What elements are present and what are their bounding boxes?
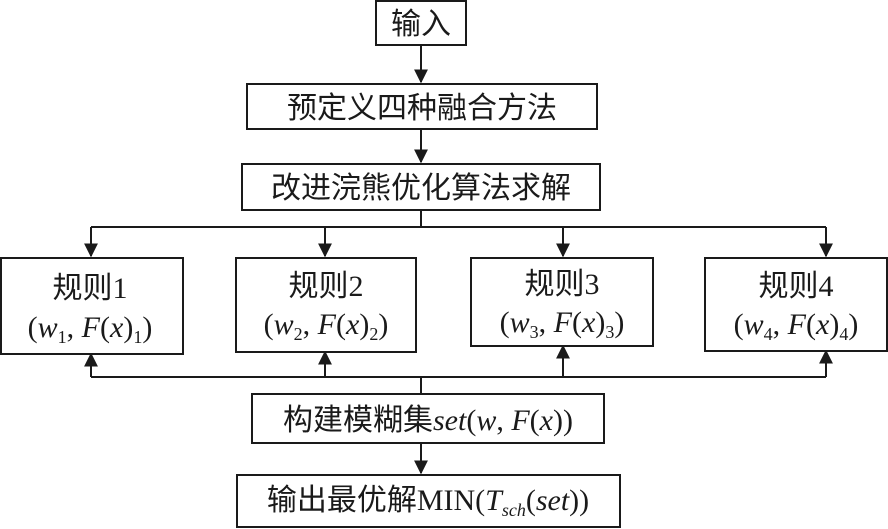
predefine-node: 预定义四种融合方法	[246, 83, 598, 130]
fuzzy-set-node: 构建模糊集set(w, F(x))	[251, 393, 605, 444]
fuzzy-set-label: 构建模糊集set(w, F(x))	[283, 404, 573, 437]
solve-label: 改进浣熊优化算法求解	[271, 172, 571, 205]
rule-node-4: 规则4 (w4, F(x)4)	[704, 257, 888, 352]
rule-title-4: 规则4	[759, 270, 834, 303]
rule-title-2: 规则2	[289, 270, 364, 303]
output-node: 输出最优解MIN(Tsch(set))	[236, 474, 621, 528]
rule-node-2: 规则2 (w2, F(x)2)	[235, 257, 417, 353]
output-label: 输出最优解MIN(Tsch(set))	[267, 484, 589, 520]
rule-formula-3: (w3, F(x)3)	[500, 306, 625, 342]
solve-node: 改进浣熊优化算法求解	[241, 163, 601, 211]
rule-node-1: 规则1 (w1, F(x)1)	[0, 257, 184, 355]
predefine-label: 预定义四种融合方法	[287, 92, 557, 125]
rule-title-3: 规则3	[525, 268, 600, 301]
input-label: 输入	[391, 8, 451, 41]
rule-formula-2: (w2, F(x)2)	[264, 308, 389, 344]
input-node: 输入	[375, 0, 467, 46]
rule-formula-1: (w1, F(x)1)	[28, 311, 153, 347]
rule-formula-4: (w4, F(x)4)	[734, 308, 859, 344]
rule-title-1: 规则1	[53, 272, 128, 305]
rule-node-3: 规则3 (w3, F(x)3)	[470, 257, 654, 347]
